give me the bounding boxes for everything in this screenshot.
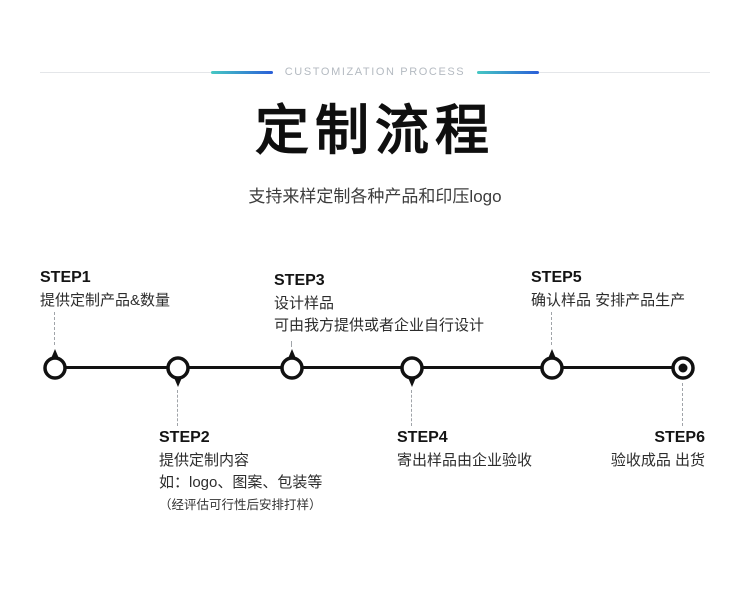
- connector-step2: [177, 390, 178, 426]
- right-gradient-dash: [477, 70, 540, 74]
- timeline-node-tip-down-icon: [400, 356, 424, 387]
- step-5-description: 确认样品 安排产品生产: [531, 292, 686, 309]
- timeline-node-tip-down-icon: [166, 356, 190, 387]
- step-1-block: STEP1 提供定制产品&数量: [40, 268, 170, 312]
- step-4-block: STEP4 寄出样品由企业验收: [397, 428, 532, 472]
- timeline-node-tip-up-icon: [43, 349, 67, 380]
- right-hairline: [539, 71, 711, 73]
- left-hairline: [40, 71, 211, 73]
- step-3-block: STEP3 设计样品 可由我方提供或者企业自行设计: [274, 271, 484, 337]
- step-3-detail: 可由我方提供或者企业自行设计: [274, 317, 485, 334]
- step-2-note: （经评估可行性后安排打样）: [159, 498, 322, 512]
- connector-step1: [54, 312, 55, 345]
- connector-step5: [551, 312, 552, 345]
- step-2-label: STEP2: [159, 429, 210, 446]
- step-4-label: STEP4: [397, 429, 448, 446]
- connector-step3: [291, 341, 292, 347]
- left-gradient-dash: [210, 70, 273, 74]
- step-3-label: STEP3: [274, 272, 325, 289]
- page-subtitle: 支持来样定制各种产品和印压logo: [248, 187, 502, 206]
- step-2-examples: 如：logo、图案、包装等: [159, 474, 323, 491]
- step-1-description: 提供定制产品&数量: [40, 292, 171, 309]
- timeline-line: [55, 366, 683, 369]
- eyebrow-label: CUSTOMIZATION PROCESS: [284, 66, 466, 78]
- timeline-node-tip-up-icon: [540, 349, 564, 380]
- step-5-label: STEP5: [531, 269, 582, 286]
- timeline-node-tip-up-icon: [280, 349, 304, 380]
- step-4-description: 寄出样品由企业验收: [397, 452, 533, 469]
- step-6-description: 验收成品 出货: [610, 452, 705, 469]
- step-5-block: STEP5 确认样品 安排产品生产: [531, 268, 685, 312]
- step-2-description: 提供定制内容: [159, 452, 250, 469]
- connector-step4: [411, 390, 412, 426]
- step-3-description: 设计样品: [274, 295, 335, 312]
- connector-step6: [682, 383, 683, 426]
- step-1-label: STEP1: [40, 269, 91, 286]
- page-title: 定制流程: [255, 101, 495, 161]
- step-2-block: STEP2 提供定制内容 如：logo、图案、包装等 （经评估可行性后安排打样）: [159, 428, 322, 516]
- timeline-node-terminal-icon: [671, 356, 695, 380]
- step-6-label: STEP6: [654, 429, 705, 446]
- step-6-block: STEP6 验收成品 出货: [611, 428, 705, 472]
- eyebrow-header: CUSTOMIZATION PROCESS: [40, 66, 711, 78]
